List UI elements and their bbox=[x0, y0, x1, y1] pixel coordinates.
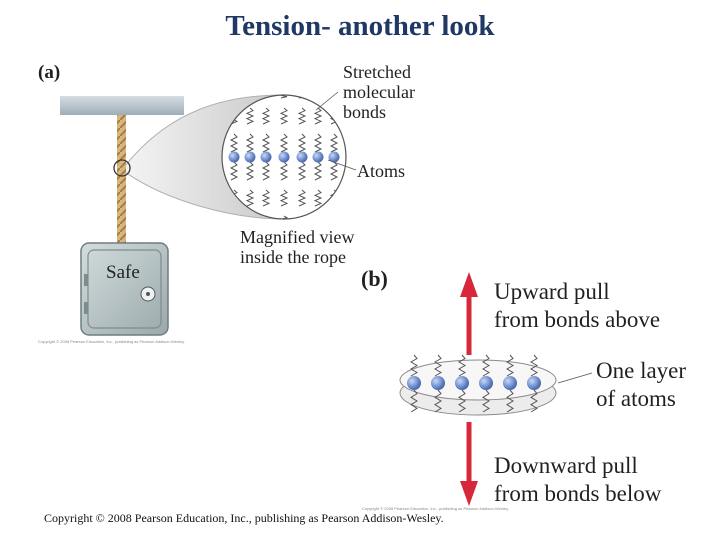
stretched-bonds-line2: molecular bbox=[343, 82, 415, 102]
bond-spring bbox=[506, 354, 514, 377]
bond-spring bbox=[482, 389, 490, 413]
bond-spring bbox=[297, 133, 307, 153]
bond-spring bbox=[245, 107, 255, 125]
bond-spring bbox=[313, 107, 323, 125]
ceiling-beam bbox=[60, 96, 184, 115]
one-layer-label: One layer of atoms bbox=[596, 357, 686, 413]
upward-line1: Upward pull bbox=[494, 279, 610, 304]
bond-spring bbox=[297, 161, 307, 181]
bond-spring bbox=[261, 189, 271, 207]
stretched-callout-line bbox=[315, 91, 339, 111]
bond-spring bbox=[458, 389, 466, 413]
panel-a-label: (a) bbox=[38, 62, 61, 83]
panel-a-credit: Copyright © 2008 Pearson Education, Inc.… bbox=[38, 339, 185, 344]
atoms-callout-line bbox=[327, 159, 357, 171]
footer-copyright: Copyright © 2008 Pearson Education, Inc.… bbox=[44, 511, 444, 525]
bond-spring bbox=[329, 133, 339, 153]
bond-spring bbox=[261, 107, 271, 125]
bond-spring bbox=[230, 95, 239, 99]
bond-spring bbox=[280, 95, 289, 99]
downward-arrow bbox=[460, 422, 478, 506]
bond-spring bbox=[434, 389, 442, 413]
page-title: Tension- another look bbox=[225, 10, 495, 42]
magnified-line2: inside the rope bbox=[240, 247, 346, 267]
bond-spring bbox=[314, 95, 323, 99]
atom bbox=[278, 151, 290, 163]
atom bbox=[328, 151, 340, 163]
atom bbox=[312, 151, 324, 163]
bond-spring bbox=[482, 354, 490, 377]
atom bbox=[455, 376, 469, 390]
atom bbox=[407, 376, 421, 390]
bond-spring bbox=[279, 161, 289, 181]
bond-spring bbox=[410, 354, 418, 377]
layer-callout-line bbox=[557, 372, 593, 384]
atom-layer-disk bbox=[399, 354, 557, 416]
bond-spring bbox=[530, 389, 538, 413]
atom bbox=[228, 151, 240, 163]
bond-spring bbox=[229, 215, 239, 219]
atom bbox=[527, 376, 541, 390]
upward-line2: from bonds above bbox=[494, 307, 661, 332]
bond-spring bbox=[229, 133, 239, 153]
upward-pull-label: Upward pull from bonds above bbox=[494, 278, 660, 334]
atoms-label: Atoms bbox=[357, 161, 406, 181]
bond-spring bbox=[297, 189, 307, 207]
rope-focus-circle bbox=[113, 159, 131, 177]
bond-spring bbox=[245, 161, 255, 181]
downward-pull-label: Downward pull from bonds below bbox=[494, 452, 661, 508]
bond-spring bbox=[313, 133, 323, 153]
stretched-bonds-line1: Stretched bbox=[343, 62, 411, 82]
bond-spring bbox=[313, 161, 323, 181]
bond-spring bbox=[506, 389, 514, 413]
safe-box bbox=[80, 242, 169, 336]
stretched-bonds-line3: bonds bbox=[343, 102, 387, 122]
panel-b-label: (b) bbox=[361, 266, 388, 291]
atom bbox=[296, 151, 308, 163]
bond-spring bbox=[279, 189, 289, 207]
panel-b-credit: Copyright © 2008 Pearson Education, Inc.… bbox=[362, 506, 509, 511]
bond-spring bbox=[313, 189, 323, 207]
magnified-view bbox=[221, 94, 347, 220]
bond-spring bbox=[245, 189, 255, 207]
safe-label: Safe bbox=[106, 262, 140, 283]
downward-line2: from bonds below bbox=[494, 481, 662, 506]
magnified-line1: Magnified view bbox=[240, 227, 355, 247]
bond-spring bbox=[279, 215, 289, 219]
atom bbox=[479, 376, 493, 390]
bond-spring bbox=[229, 161, 239, 181]
bond-spring bbox=[329, 161, 339, 181]
bond-spring bbox=[530, 354, 538, 377]
bond-spring bbox=[434, 354, 442, 377]
layer-line1: One layer bbox=[596, 358, 687, 383]
bond-spring bbox=[279, 107, 289, 125]
upward-arrow bbox=[460, 272, 478, 355]
bond-spring bbox=[261, 133, 271, 153]
bond-spring bbox=[313, 215, 323, 219]
bond-spring bbox=[458, 354, 466, 377]
bond-spring bbox=[329, 215, 339, 219]
bond-spring bbox=[297, 107, 307, 125]
bond-spring bbox=[410, 389, 418, 413]
stretched-bonds-label: Stretched molecular bonds bbox=[343, 62, 415, 122]
rope bbox=[117, 115, 126, 243]
bond-spring bbox=[279, 133, 289, 153]
atom bbox=[431, 376, 445, 390]
atom bbox=[260, 151, 272, 163]
downward-line1: Downward pull bbox=[494, 453, 638, 478]
atom bbox=[244, 151, 256, 163]
atom bbox=[503, 376, 517, 390]
magnified-view-label: Magnified view inside the rope bbox=[240, 227, 354, 267]
layer-line2: of atoms bbox=[596, 386, 676, 411]
bond-spring bbox=[261, 161, 271, 181]
bond-spring bbox=[245, 133, 255, 153]
